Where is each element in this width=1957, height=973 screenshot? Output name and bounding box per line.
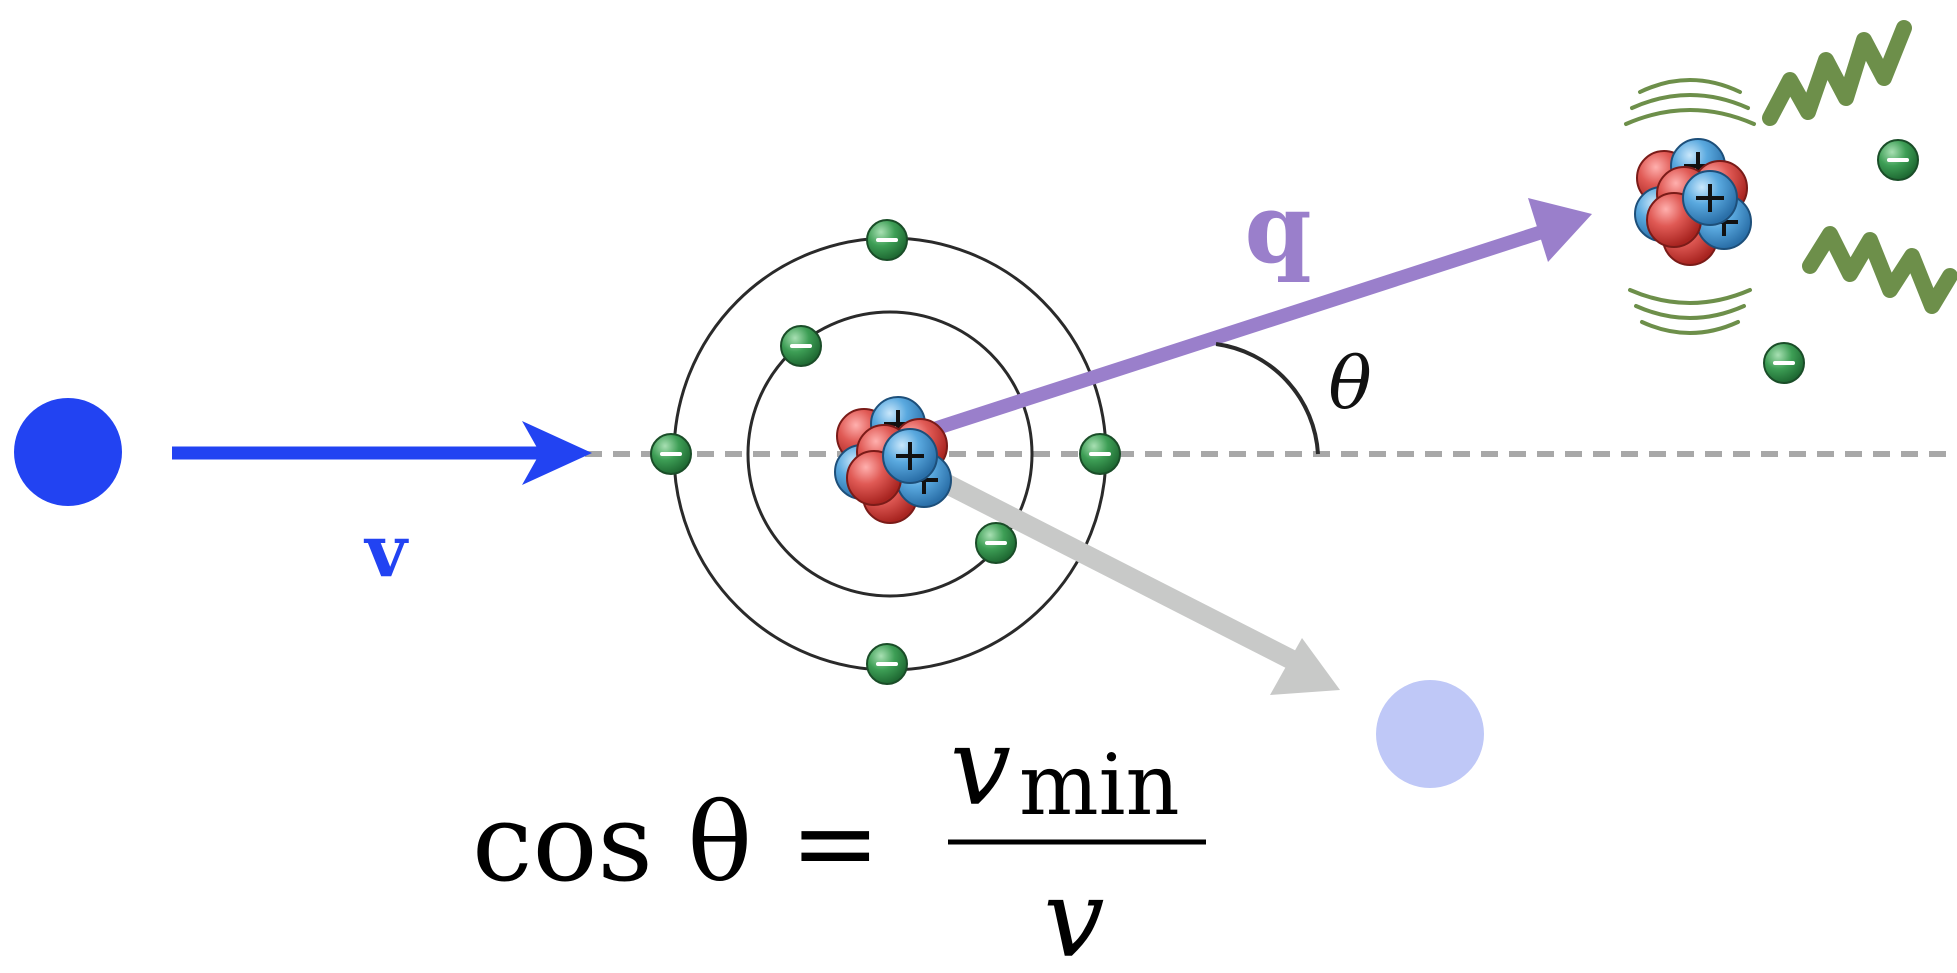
momentum-transfer-label: q xyxy=(1244,172,1311,285)
electron-icon xyxy=(781,326,821,366)
angle-label: θ xyxy=(1328,341,1371,425)
electron-icon xyxy=(1080,434,1120,474)
equation-equals: = xyxy=(790,781,881,906)
equation-numerator: vmin xyxy=(950,705,1180,834)
photon-wave-top xyxy=(1770,28,1904,118)
electron-icon xyxy=(1764,343,1804,383)
electron-icon xyxy=(651,434,691,474)
recoil-nucleus xyxy=(1635,139,1751,265)
velocity-label: v xyxy=(363,508,409,593)
electron-icon xyxy=(867,644,907,684)
angle-arc xyxy=(1216,344,1318,454)
electron-icon xyxy=(976,523,1016,563)
target-nucleus xyxy=(835,397,951,523)
equation-denominator: v xyxy=(1043,857,1104,973)
velocity-arrow xyxy=(172,421,592,485)
electron-icon xyxy=(867,220,907,260)
photon-wave-bottom xyxy=(1810,234,1950,306)
outgoing-particle xyxy=(1376,680,1484,788)
scattered-particle-arrow xyxy=(900,460,1340,695)
equation-lhs: cos θ xyxy=(472,781,752,906)
incoming-particle xyxy=(14,398,122,506)
kinematic-equation: cos θ = vmin v xyxy=(472,705,1206,973)
electron-icon xyxy=(1878,140,1918,180)
